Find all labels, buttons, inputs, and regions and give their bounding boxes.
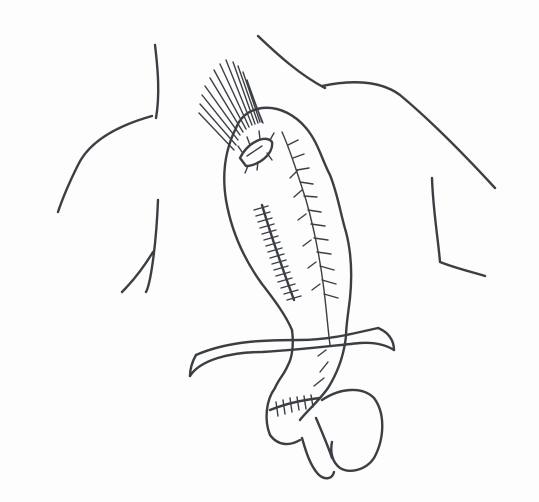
vessel-main xyxy=(282,132,330,345)
organ-left-lobe xyxy=(267,388,300,444)
left-neck-line xyxy=(155,45,158,118)
tube-lower-connection xyxy=(275,330,293,388)
left-shoulder-line xyxy=(58,116,152,212)
organ-stem-inner xyxy=(316,418,332,458)
lower-stitch-line xyxy=(270,395,320,416)
right-neck-line xyxy=(258,36,325,88)
left-armpit-line xyxy=(146,200,158,292)
staple-line xyxy=(254,205,301,300)
tube-outer-left xyxy=(224,128,292,330)
right-shoulder-line xyxy=(322,82,495,188)
right-arm-line xyxy=(432,178,485,276)
tube-outer-right xyxy=(306,128,351,336)
organ-stem xyxy=(302,438,334,478)
top-anastomosis xyxy=(238,131,274,173)
